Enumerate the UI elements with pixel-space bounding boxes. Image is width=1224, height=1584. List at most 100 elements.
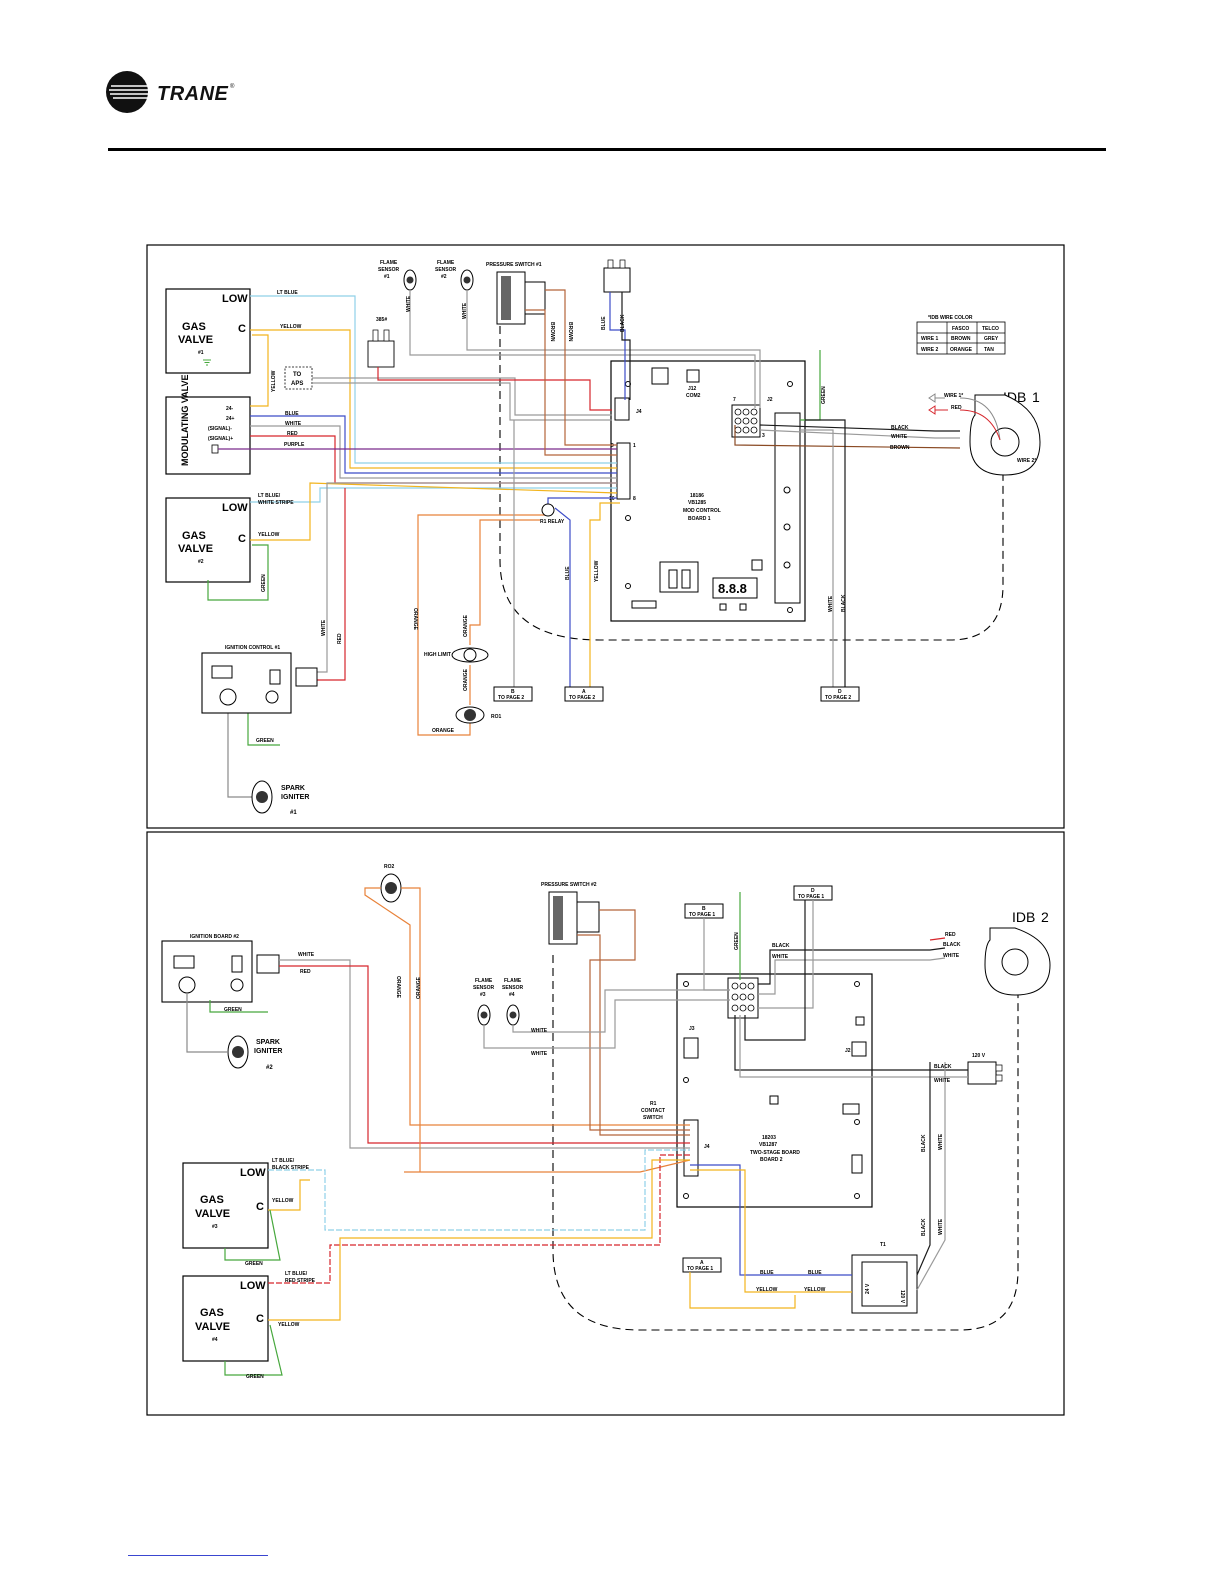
gas-valve-1-low: LOW: [222, 293, 248, 305]
svg-text:8.8.8: 8.8.8: [718, 581, 747, 596]
gas-valve-1-title2: VALVE: [178, 334, 213, 346]
harness-loop-2: [552, 955, 1019, 1331]
svg-text:WHITE: WHITE: [531, 1028, 548, 1034]
svg-text:IGNITER: IGNITER: [281, 794, 309, 801]
svg-text:BROWN: BROWN: [549, 322, 555, 342]
svg-text:WIRE 2*: WIRE 2*: [1017, 458, 1036, 464]
svg-text:18186: 18186: [690, 493, 704, 499]
svg-text:GAS: GAS: [200, 1307, 224, 1319]
svg-text:IGNITION CONTROL #1: IGNITION CONTROL #1: [225, 645, 280, 651]
svg-text:BROWN: BROWN: [567, 322, 573, 342]
svg-text:TELCO: TELCO: [982, 326, 999, 332]
mod-valve-pin2: 24+: [226, 416, 235, 422]
gas-valve-2-low: LOW: [222, 502, 248, 514]
svg-text:BROWN: BROWN: [951, 336, 971, 342]
svg-text:YELLOW: YELLOW: [280, 324, 302, 330]
gas-valve-1-num: #1: [198, 350, 204, 356]
gas-valve-2-num: #2: [198, 559, 204, 565]
svg-text:J2: J2: [845, 1048, 851, 1054]
svg-text:9: 9: [611, 443, 614, 449]
flame-sensor-2: FLAME SENSOR #2: [435, 260, 474, 291]
svg-text:D: D: [838, 689, 842, 695]
svg-text:SENSOR: SENSOR: [473, 985, 495, 991]
svg-text:LT BLUE/: LT BLUE/: [272, 1158, 295, 1164]
gas-valve-1-c: C: [238, 323, 246, 335]
idb-2-wire-labels: RED BLACK WHITE: [943, 932, 961, 959]
svg-text:BLUE: BLUE: [808, 1270, 822, 1276]
svg-text:2: 2: [1041, 909, 1049, 925]
svg-text:WHITE: WHITE: [772, 954, 789, 960]
svg-text:VALVE: VALVE: [195, 1208, 230, 1220]
svg-text:PRESSURE SWITCH #2: PRESSURE SWITCH #2: [541, 882, 597, 888]
mod-valve-pin4: (SIGNAL)+: [208, 436, 233, 442]
svg-text:ORANGE: ORANGE: [950, 347, 973, 353]
svg-text:BLACK: BLACK: [921, 1134, 927, 1152]
svg-text:HIGH LIMIT: HIGH LIMIT: [424, 652, 451, 658]
svg-text:GREEN: GREEN: [246, 1374, 264, 1380]
svg-text:GREEN: GREEN: [261, 574, 267, 592]
svg-text:FLAME: FLAME: [504, 978, 522, 984]
mod-valve-title: MODULATING VALVE: [180, 375, 190, 467]
to-page-1-a: A TO PAGE 1: [682, 1257, 722, 1273]
svg-text:16: 16: [609, 496, 615, 502]
svg-text:GREEN: GREEN: [821, 386, 827, 404]
svg-text:GREY: GREY: [984, 336, 999, 342]
svg-text:J12: J12: [688, 386, 697, 392]
svg-text:#2: #2: [441, 274, 447, 280]
r1-contact-switch: R1 CONTACT SWITCH: [641, 1101, 665, 1121]
panel1-wire-labels: LT BLUE YELLOW YELLOW BLUE WHITE RED PUR…: [256, 290, 910, 744]
svg-text:BROWN: BROWN: [890, 445, 910, 451]
svg-text:WHITE: WHITE: [938, 1133, 944, 1150]
trane-logo: TRANE ®: [106, 71, 235, 113]
svg-text:MOD CONTROL: MOD CONTROL: [683, 508, 721, 514]
svg-text:BLUE: BLUE: [601, 316, 607, 330]
svg-text:BLACK: BLACK: [934, 1064, 952, 1070]
to-page-2-b: B TO PAGE 2: [493, 686, 533, 702]
svg-text:18203: 18203: [762, 1135, 776, 1141]
svg-text:1: 1: [633, 443, 636, 449]
svg-text:TAN: TAN: [984, 347, 994, 353]
to-page-2-d: D TO PAGE 2: [820, 686, 860, 702]
svg-text:ORANGE: ORANGE: [432, 728, 455, 734]
svg-text:GREEN: GREEN: [734, 932, 740, 950]
modulating-valve: MODULATING VALVE 24- 24+ (SIGNAL)- (SIGN…: [165, 375, 251, 475]
svg-text:8: 8: [633, 496, 636, 502]
svg-text:SWITCH: SWITCH: [643, 1115, 663, 1121]
svg-text:TO PAGE 1: TO PAGE 1: [687, 1266, 713, 1272]
flame-sensor-4: FLAME SENSOR #4: [502, 978, 524, 1026]
harness-loop-1: [499, 468, 1004, 641]
gas-valve-4: LOW GAS VALVE #4 C: [182, 1275, 269, 1362]
ro2: RO2: [380, 864, 402, 903]
svg-text:T1: T1: [880, 1242, 886, 1248]
mod-control-board-1: 18186 VB1285 MOD CONTROL BOARD 1 J4 9 1 …: [609, 360, 806, 622]
svg-text:TO PAGE 2: TO PAGE 2: [825, 695, 851, 701]
svg-text:WHITE: WHITE: [531, 1051, 548, 1057]
svg-text:VB1285: VB1285: [688, 500, 706, 506]
gas-valve-1-title1: GAS: [182, 321, 206, 333]
svg-text:7: 7: [733, 397, 736, 403]
panel2-wire-labels: WHITE RED GREEN ORANGE ORANGE WHITE WHIT…: [224, 932, 952, 1380]
svg-text:FLAME: FLAME: [437, 260, 455, 266]
svg-text:J4: J4: [704, 1144, 710, 1150]
footer-link-underline: [128, 1555, 268, 1556]
top-connector: [603, 259, 631, 293]
pressure-switch-2: PRESSURE SWITCH #2: [541, 882, 600, 945]
mod-valve-pin3: (SIGNAL)-: [208, 426, 232, 432]
svg-text:ORANGE: ORANGE: [395, 976, 401, 999]
svg-text:BLACK STRIPE: BLACK STRIPE: [272, 1165, 310, 1171]
svg-text:APS: APS: [291, 381, 303, 387]
svg-text:BLACK: BLACK: [772, 943, 790, 949]
svg-text:SENSOR: SENSOR: [378, 267, 400, 273]
gas-valve-2-title2: VALVE: [178, 543, 213, 555]
svg-text:WHITE: WHITE: [462, 302, 468, 319]
svg-text:WHITE: WHITE: [321, 619, 327, 636]
svg-text:C: C: [256, 1313, 264, 1325]
two-stage-board-2: 18203 VB1287 TWO-STAGE BOARD BOARD 2 J3 …: [676, 973, 873, 1208]
svg-text:WHITE: WHITE: [934, 1078, 951, 1084]
brand-name: TRANE: [157, 83, 229, 105]
gas-valve-2-title1: GAS: [182, 530, 206, 542]
svg-text:BLACK: BLACK: [921, 1218, 927, 1236]
svg-text:GREEN: GREEN: [256, 738, 274, 744]
svg-text:TO PAGE 1: TO PAGE 1: [689, 912, 715, 918]
svg-text:WHITE: WHITE: [406, 295, 412, 312]
